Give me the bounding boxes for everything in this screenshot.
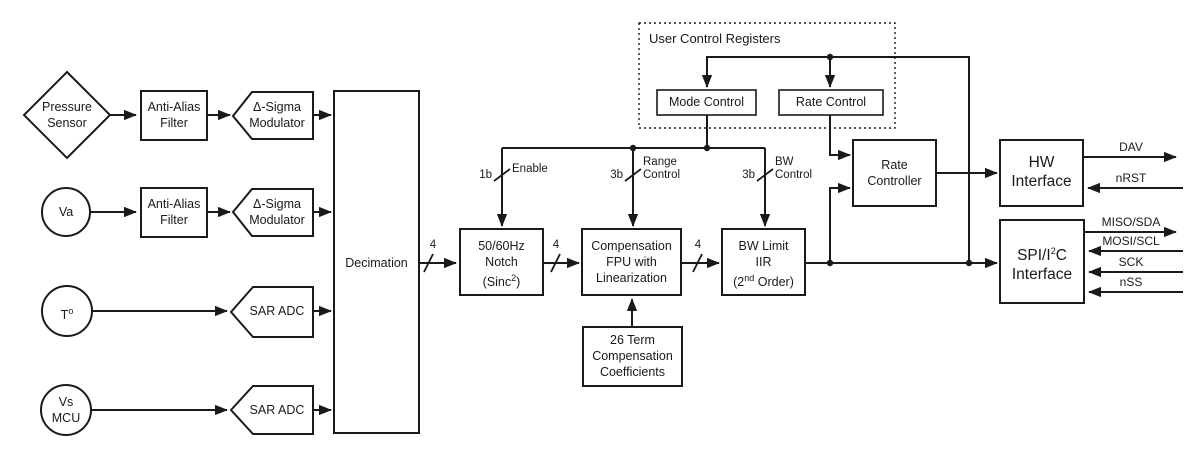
mosi-scl-label: MOSI/SCL: [1102, 234, 1160, 248]
bw-limit-label: BW Limit IIR (2nd Order): [733, 239, 794, 290]
anti-alias-filter-1-shape: [140, 90, 208, 141]
bw-width-label: 3b: [742, 169, 755, 181]
wire-ratecontrol-to-ratecontroller: [829, 115, 851, 161]
hw-interface-label: HW Interface: [1011, 154, 1072, 190]
rate-control-label: Rate Control: [795, 95, 867, 109]
fpu-label: Compensation FPU with Linearization: [591, 239, 672, 285]
wire-bus-to-ratecontroller: [829, 182, 851, 263]
pressure-sensor-shape: [22, 70, 112, 160]
bw-control-label: BW Control: [775, 156, 813, 181]
sar-adc-1-label: SAR ADC: [249, 304, 305, 318]
anti-alias-filter-2-shape: [140, 187, 208, 238]
bus-width-label-1: 4: [429, 239, 437, 251]
user-control-registers-label: User Control Registers: [649, 31, 781, 46]
delta-sigma-1-label: Δ-Sigma Modulator: [249, 100, 305, 130]
bus-width-slashes: [423, 168, 774, 273]
nrst-label: nRST: [1115, 171, 1147, 185]
dav-label: DAV: [1119, 140, 1143, 154]
spi-interface-shape: [999, 219, 1085, 304]
range-width-label: 3b: [610, 169, 623, 181]
pressure-sensor-label: Pressure Sensor: [41, 100, 93, 130]
spi-interface-label: SPI/I2C Interface: [1011, 246, 1073, 284]
rate-controller-label: Rate Controller: [867, 158, 922, 188]
wire-feedback-to-modecontrol: [701, 56, 970, 263]
mode-control-label: Mode Control: [668, 95, 745, 109]
miso-sda-label: MISO/SDA: [1101, 215, 1161, 229]
mode-control-shape: [656, 89, 757, 116]
junction-dots: [629, 53, 973, 267]
coefficients-label: 26 Term Compensation Coefficients: [592, 333, 673, 379]
delta-sigma-2-label: Δ-Sigma Modulator: [249, 197, 305, 227]
anti-alias-filter-2-label: Anti-Alias Filter: [147, 197, 201, 227]
sck-label: SCK: [1118, 255, 1144, 269]
temperature-label: To: [60, 306, 74, 323]
enable-width-label: 1b: [479, 169, 492, 181]
range-control-label: Range Control: [643, 156, 681, 181]
bus-width-label-3: 4: [694, 239, 702, 251]
hw-interface-shape: [999, 139, 1084, 207]
enable-label: Enable: [512, 163, 548, 175]
anti-alias-filter-1-label: Anti-Alias Filter: [147, 100, 201, 130]
va-label: Va: [58, 205, 74, 219]
node-shapes: [22, 70, 1085, 436]
decimation-shape: [333, 90, 420, 434]
nss-label: nSS: [1119, 275, 1143, 289]
fpu-shape: [581, 228, 682, 296]
decimation-label: Decimation: [345, 256, 408, 270]
bus-width-label-2: 4: [552, 239, 560, 251]
sar-adc-2-label: SAR ADC: [249, 403, 305, 417]
notch-label: 50/60Hz Notch (Sinc2): [478, 239, 525, 290]
vs-mcu-label: Vs MCU: [51, 395, 81, 425]
